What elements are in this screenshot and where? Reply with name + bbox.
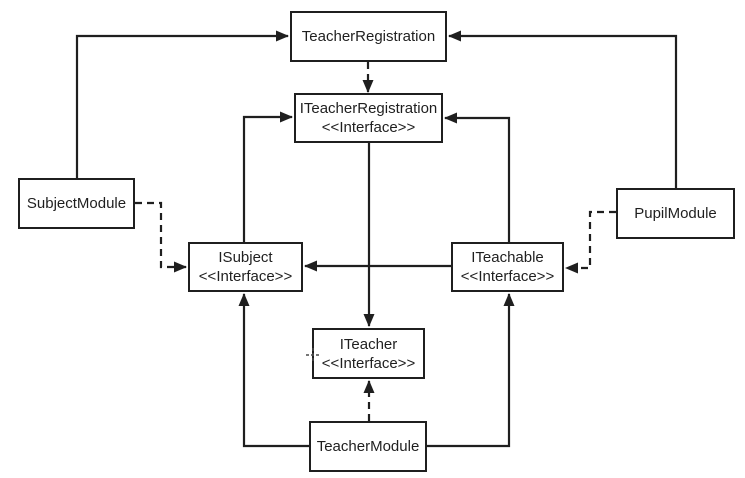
edge-subjectmodule-to-isubject [135, 201, 187, 273]
node-isubject: ISubject <<Interface>> [188, 242, 303, 292]
edge-subjectmodule-to-teacherregistration [75, 30, 289, 178]
node-teacher-module: TeacherModule [309, 421, 427, 472]
node-label: ISubject [218, 249, 273, 266]
node-stereotype: <<Interface>> [321, 354, 416, 372]
node-iteacher: ITeacher <<Interface>> [312, 328, 425, 379]
edge-teachermodule-to-iteachable [427, 293, 515, 448]
node-pupil-module: PupilModule [616, 188, 735, 239]
node-stereotype: <<Interface>> [198, 268, 293, 285]
node-label: PupilModule [634, 205, 717, 222]
node-label: ITeachable [471, 249, 544, 266]
node-label: ITeacher [339, 335, 398, 353]
edge-pupilmodule-to-iteachable [565, 210, 616, 274]
node-label: SubjectModule [26, 195, 127, 212]
edge-iteachable-to-iteacherregistration [444, 112, 511, 242]
node-iteachable: ITeachable <<Interface>> [451, 242, 564, 292]
node-teacher-registration: TeacherRegistration [290, 11, 447, 62]
node-subject-module: SubjectModule [18, 178, 135, 229]
node-label: TeacherRegistration [301, 28, 436, 45]
node-stereotype: <<Interface>> [321, 119, 416, 136]
node-stereotype: <<Interface>> [460, 268, 555, 285]
edge-pupilmodule-to-teacherregistration [448, 30, 678, 188]
node-label: TeacherModule [316, 438, 420, 455]
edge-isubject-to-iteacherregistration [242, 111, 293, 242]
node-iteacher-registration: ITeacherRegistration <<Interface>> [294, 93, 443, 143]
edge-teachermodule-to-isubject [238, 293, 309, 448]
node-label: ITeacherRegistration [299, 100, 438, 117]
